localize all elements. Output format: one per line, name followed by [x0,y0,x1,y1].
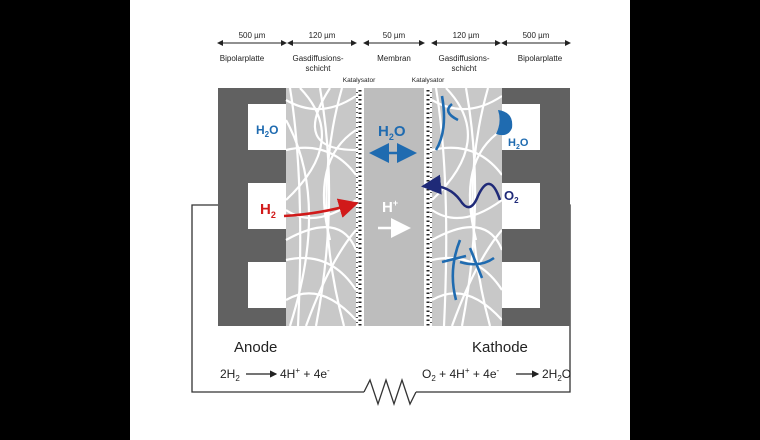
dimension-labels: 500 µm 120 µm 50 µm 120 µm 500 µm [239,31,550,40]
o2-label: O2 [504,188,519,205]
h2-label: H2 [260,201,276,220]
h2o-membrane-label: H2O [378,123,406,142]
label-catalyst-right: Katalysator [412,77,445,84]
label-bipolarplatte-right: Bipolarplatte [518,54,563,63]
anode-equation-right: 4H+ + 4e- [280,366,330,381]
dim-bipolar-left: 500 µm [239,31,266,40]
label-gdl-right-line2: schicht [452,64,478,73]
label-gdl-right-line1: Gasdiffusions- [439,54,490,63]
dim-gdl-left: 120 µm [309,31,336,40]
catalyst-layer-left [356,88,364,326]
fuel-cell-svg: 500 µm 120 µm 50 µm 120 µm 500 µm Bipola… [191,31,571,407]
o2-path-arrow [421,174,502,209]
label-catalyst-left: Katalysator [343,77,376,84]
dim-membrane: 50 µm [383,31,406,40]
h2o-right-label: H2O [508,137,529,151]
catalyst-layer-right [424,88,432,326]
label-gdl-left-line2: schicht [306,64,332,73]
bipolar-plate-left [218,88,286,326]
layer-labels: Bipolarplatte Gasdiffusions- schicht Mem… [220,54,563,84]
dim-gdl-right: 120 µm [453,31,480,40]
cathode-equation-right: 2H2O [542,367,571,383]
anode-equation-left: 2H2 [220,367,240,383]
dim-bipolar-right: 500 µm [523,31,550,40]
membrane [364,88,424,326]
water-droplets [434,95,495,301]
resistor-icon [363,377,417,407]
fuel-cell-diagram: 500 µm 120 µm 50 µm 120 µm 500 µm Bipola… [130,0,630,440]
h2o-left-label: H2O [256,123,278,139]
anode-label: Anode [234,339,277,356]
h2-arrow [283,198,359,218]
water-drop-icon [496,110,513,136]
label-gdl-left-line1: Gasdiffusions- [293,54,344,63]
label-bipolarplatte-left: Bipolarplatte [220,54,265,63]
label-membran: Membran [377,54,411,63]
proton-label: H+ [382,198,398,216]
cathode-label: Kathode [472,339,528,356]
cathode-equation-left: O2 + 4H+ + 4e- [422,366,500,383]
